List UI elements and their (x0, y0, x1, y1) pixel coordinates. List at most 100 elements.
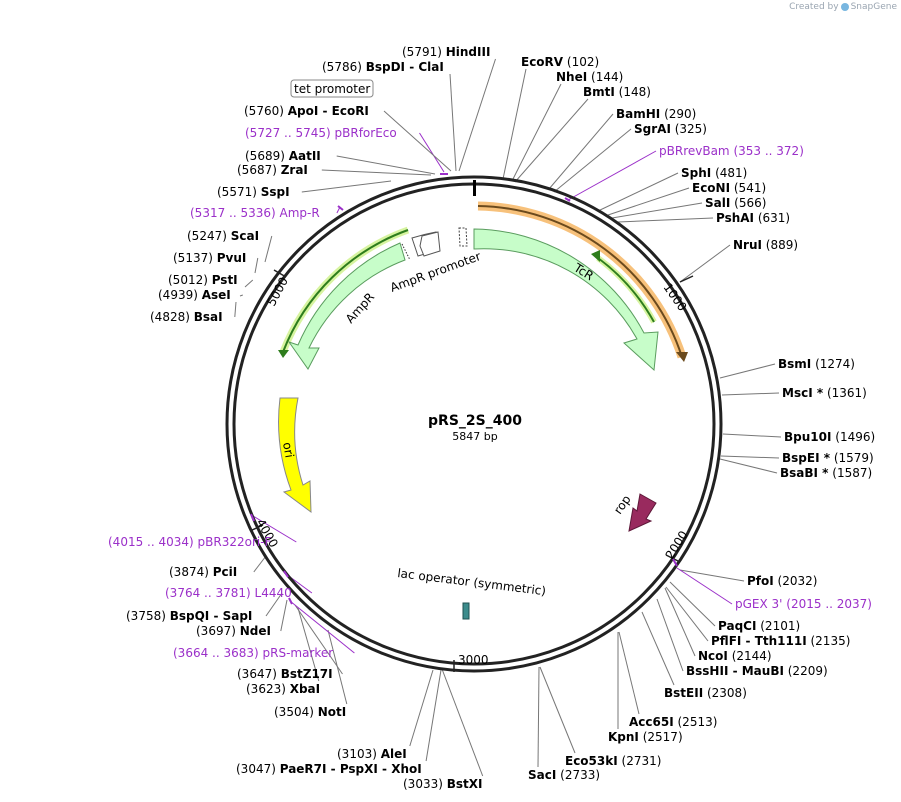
site-position: (3874) (169, 565, 213, 579)
site-position: (2731) (618, 754, 662, 768)
leader-line (665, 586, 709, 642)
ampr-promoter-head (419, 231, 441, 257)
site-position: (481) (711, 166, 747, 180)
site-name: BstEII (664, 686, 703, 700)
site-name: ZraI (281, 163, 308, 177)
site-name: Amp-R (280, 206, 320, 220)
site-label-pvui: (5137) PvuI (173, 251, 246, 265)
site-label-msci: MscI * (1361) (782, 386, 867, 400)
site-name: SgrAI (634, 122, 671, 136)
primer-arc-orange-head (676, 352, 688, 362)
site-name: BspDI - ClaI (366, 60, 444, 74)
leader-line (722, 433, 782, 438)
leader-line (669, 581, 716, 627)
site-name: BspQI - SapI (170, 609, 253, 623)
leader-line (294, 604, 343, 675)
site-name: NruI (733, 238, 762, 252)
site-position: (2308) (703, 686, 747, 700)
leader-line (449, 73, 457, 172)
tick-label-3000: 3000 (458, 653, 489, 667)
site-position: (5571) (217, 185, 261, 199)
site-label-asei: (4939) AseI (158, 288, 231, 302)
site-position: (566) (730, 196, 766, 210)
site-label-bamhi: BamHI (290) (616, 107, 696, 121)
site-label-kpni: KpnI (2517) (608, 730, 683, 744)
site-name: SacI (528, 768, 556, 782)
site-position: (4828) (150, 310, 194, 324)
site-label-pshai: PshAI (631) (716, 211, 790, 225)
site-position: (5247) (187, 229, 231, 243)
site-name: Acc65I (629, 715, 674, 729)
site-name: SspI (261, 185, 290, 199)
site-name: KpnI (608, 730, 639, 744)
site-label-scai: (5247) ScaI (187, 229, 259, 243)
scale-tick-3000: 3000 (453, 653, 489, 672)
leader-line (679, 569, 745, 582)
site-position: (148) (615, 85, 651, 99)
site-labels: EcoRV (102)NheI (144)BmtI (148)BamHI (29… (108, 45, 875, 791)
site-label-bspqi-sapi: (3758) BspQI - SapI (126, 609, 252, 623)
leader-line (597, 172, 679, 212)
site-name: NotI (318, 705, 347, 719)
leader-line (264, 235, 273, 263)
site-position: (5786) (322, 60, 366, 74)
site-position: (3033) (403, 777, 447, 791)
leader-line (502, 68, 527, 180)
leader-line (409, 669, 434, 747)
leader-line (234, 301, 237, 318)
site-name: Bpu10I (784, 430, 831, 444)
leader-line (244, 279, 254, 288)
site-name: BsaBI * (780, 466, 829, 480)
site-label-prs-marker: (3664 .. 3683) pRS-marker (173, 646, 333, 660)
site-name: PaqCI (718, 619, 756, 633)
leader-line (458, 58, 496, 172)
leader-line (265, 592, 283, 617)
site-label-bspdi-clai: (5786) BspDI - ClaI (322, 60, 444, 74)
site-name: AleI (381, 747, 407, 761)
leader-line (514, 98, 589, 183)
site-label-pbrforeco: (5727 .. 5745) pBRforEco (245, 126, 397, 140)
site-label-sspi: (5571) SspI (217, 185, 290, 199)
leader-line (321, 169, 432, 176)
site-name: PstI (212, 273, 238, 287)
site-label-bspei: BspEI * (1579) (782, 451, 874, 465)
site-position: (1496) (831, 430, 875, 444)
snapgene-credit: Created by SnapGene (789, 2, 897, 12)
site-name: pBRrevBam (659, 144, 730, 158)
site-name: PaeR7I - PspXI - XhoI (280, 762, 422, 776)
leader-line (425, 669, 442, 762)
feature-label-tet-promoter: tet promoter (294, 82, 370, 96)
credit-brand: SnapGene (850, 2, 897, 12)
site-position: (1361) (823, 386, 867, 400)
site-position: (5791) (402, 45, 446, 59)
leader-line (664, 587, 696, 657)
leader-line (336, 155, 436, 175)
site-position: (2101) (756, 619, 800, 633)
site-position: (5137) (173, 251, 217, 265)
site-name: AseI (202, 288, 231, 302)
leader-line (721, 392, 780, 396)
leader-line (719, 363, 776, 379)
snapgene-logo-icon (840, 3, 849, 11)
site-label-sali: SalI (566) (705, 196, 766, 210)
site-position: (2513) (674, 715, 718, 729)
site-label-apoi-ecori: (5760) ApoI - EcoRI (244, 104, 369, 118)
leader-line (253, 555, 267, 573)
site-label-bsteii: BstEII (2308) (664, 686, 747, 700)
feature-lac-operator (462, 602, 470, 620)
primer-arc-green (597, 257, 655, 323)
site-name: SalI (705, 196, 730, 210)
site-label-zrai: (5687) ZraI (237, 163, 308, 177)
site-position: (353 .. 372) (730, 144, 804, 158)
site-name: PciI (213, 565, 238, 579)
leader-line (567, 150, 657, 201)
site-label-saci: SacI (2733) (528, 768, 600, 782)
site-label-bsai: (4828) BsaI (150, 310, 223, 324)
site-position: (1587) (828, 466, 872, 480)
leader-line (607, 187, 690, 216)
leader-line (618, 631, 640, 715)
site-label-bmti: BmtI (148) (583, 85, 651, 99)
site-label-pflfi-tth111i: PflFI - Tth111I (2135) (711, 634, 850, 648)
site-name: XbaI (290, 682, 320, 696)
site-label-bpu10i: Bpu10I (1496) (784, 430, 875, 444)
